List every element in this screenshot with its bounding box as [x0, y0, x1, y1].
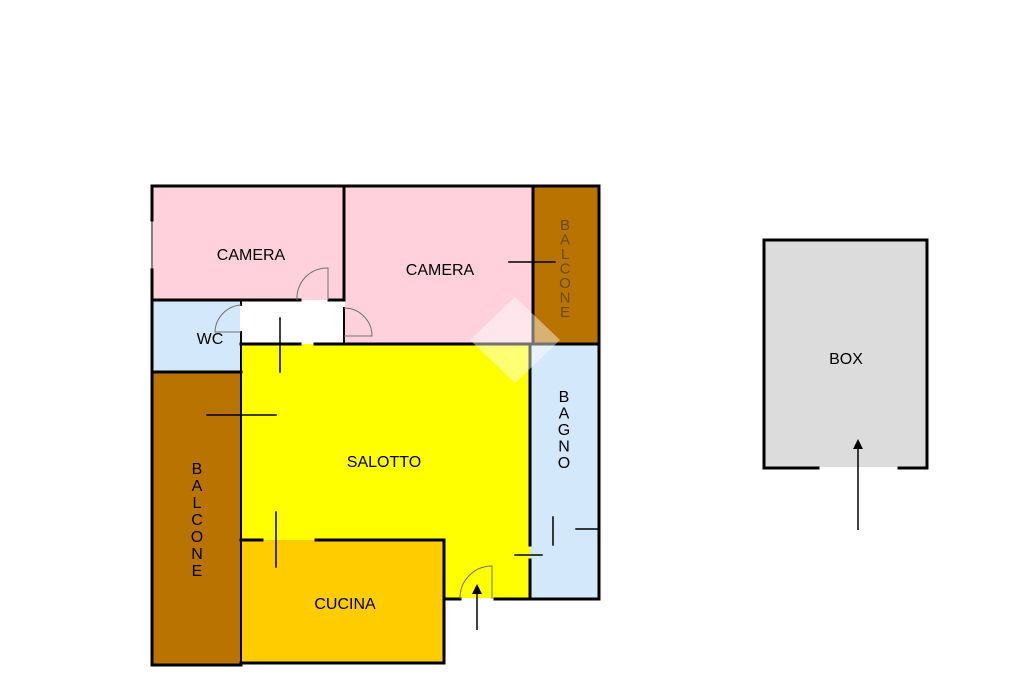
- label-salotto: SALOTTO: [347, 454, 421, 471]
- label-camera-left: CAMERA: [217, 247, 286, 264]
- bagno-letter: O: [558, 455, 570, 472]
- balcone-left-letter: B: [192, 461, 203, 478]
- label-cucina: CUCINA: [314, 596, 376, 613]
- label-camera-right: CAMERA: [406, 262, 475, 279]
- balcone-left-letter: L: [193, 495, 202, 512]
- balcone-top-letter: B: [560, 217, 570, 234]
- balcone-left-letter: O: [191, 529, 203, 546]
- room-box: [765, 241, 926, 467]
- room-balcone-top: [534, 187, 599, 344]
- bagno-letter: G: [558, 422, 570, 439]
- balcone-left-letter: E: [192, 563, 203, 580]
- balcone-top-letter: C: [560, 261, 571, 278]
- balcone-top-letter: O: [559, 275, 571, 292]
- balcone-top-letter: E: [560, 304, 570, 321]
- bagno-letter: N: [558, 439, 570, 456]
- room-wc: [153, 301, 240, 372]
- balcone-top-letter: N: [560, 290, 571, 307]
- label-wc: WC: [197, 331, 224, 348]
- balcone-top-letter: L: [561, 246, 569, 263]
- room-camera-right: [345, 187, 533, 344]
- balcone-top-letter: A: [560, 232, 570, 249]
- watermark-logo: [470, 297, 560, 383]
- label-box: BOX: [829, 351, 863, 368]
- box-walls: [762, 238, 929, 470]
- bagno-letter: B: [559, 389, 570, 406]
- room-bagno: [530, 344, 599, 599]
- room-corridor: [241, 301, 343, 344]
- walls: [150, 184, 601, 667]
- balcone-left-letter: A: [192, 478, 203, 495]
- bagno-letter: A: [559, 406, 570, 423]
- balcone-left-letter: C: [191, 512, 203, 529]
- room-salotto: [241, 344, 530, 598]
- room-camera-left: [153, 187, 344, 300]
- door-swings: [214, 267, 493, 600]
- box-entrance-arrow-icon: [853, 439, 863, 530]
- balcone-left-letter: N: [191, 546, 203, 563]
- room-balcone-left: [153, 372, 240, 665]
- entrance-arrow-icon: [472, 584, 482, 630]
